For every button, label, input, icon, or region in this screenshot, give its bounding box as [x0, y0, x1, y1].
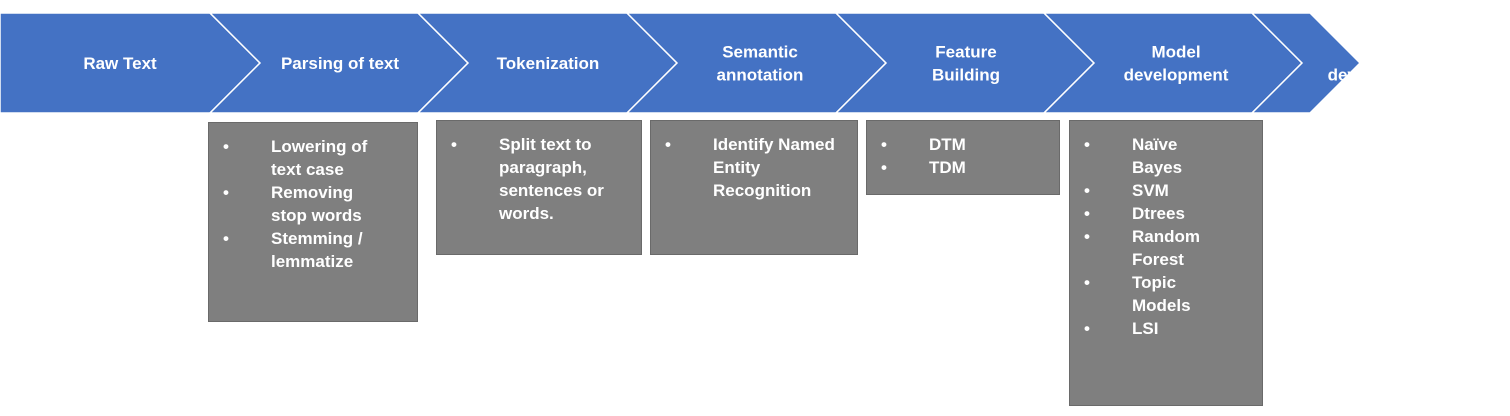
- detail-item: • Random Forest: [1084, 225, 1256, 271]
- detail-item-text: Random Forest: [1132, 227, 1200, 269]
- detail-item: • SVM: [1084, 179, 1256, 202]
- chevron-label-7: Model development: [1328, 43, 1433, 85]
- chevron-label-line: annotation: [717, 66, 804, 85]
- detail-item-text: LSI: [1132, 319, 1159, 338]
- bullet-icon: •: [223, 229, 229, 248]
- bullet-icon: •: [1084, 204, 1090, 223]
- bullet-icon: •: [223, 137, 229, 156]
- chevron-label-2: Parsing of text: [281, 54, 399, 73]
- detail-item-text: Split text to paragraph, sentences or wo…: [499, 135, 604, 223]
- chevron-label-1: Raw Text: [83, 54, 157, 73]
- detail-item-text: TDM: [929, 158, 966, 177]
- chevron-step-7: [1250, 12, 1362, 114]
- detail-list: • Lowering of text case • Removing stop wor…: [209, 123, 417, 273]
- detail-item: • Split text to paragraph, sentences or w…: [451, 133, 635, 225]
- detail-list: • Identify Named Entity Recognition: [651, 121, 857, 202]
- chevron-label-line: Parsing of text: [281, 54, 399, 73]
- chevron-label-line: Semantic: [722, 43, 798, 62]
- bullet-icon: •: [1084, 181, 1090, 200]
- chevron-label-line: development: [1124, 66, 1229, 85]
- chevron-label-line: development: [1328, 66, 1433, 85]
- detail-item: • Identify Named Entity Recognition: [665, 133, 851, 202]
- chevron-label-line: Model: [1151, 43, 1200, 62]
- chevron-label-line: Model: [1355, 43, 1404, 62]
- detail-item-text: SVM: [1132, 181, 1169, 200]
- detail-box-step-6: • Naïve Bayes • SVM • Dtrees • Random Forest • To…: [1069, 120, 1263, 406]
- chevron-label-4: Semantic annotation: [717, 43, 804, 85]
- detail-item-text: Dtrees: [1132, 204, 1185, 223]
- bullet-icon: •: [1084, 135, 1090, 154]
- bullet-icon: •: [881, 135, 887, 154]
- bullet-icon: •: [665, 135, 671, 154]
- detail-item-text: Topic Models: [1132, 273, 1191, 315]
- chevron-label-line: Tokenization: [497, 54, 600, 73]
- detail-item-text: Stemming / lemmatize: [271, 229, 363, 271]
- detail-box-step-5: • DTM • TDM: [866, 120, 1060, 195]
- detail-box-step-2: • Lowering of text case • Removing stop wor…: [208, 122, 418, 322]
- detail-list: • Naïve Bayes • SVM • Dtrees • Random Forest • To…: [1070, 121, 1262, 340]
- detail-item: • Lowering of text case: [223, 135, 411, 181]
- detail-box-step-3: • Split text to paragraph, sentences or w…: [436, 120, 642, 255]
- detail-item-text: Lowering of text case: [271, 137, 368, 179]
- detail-item: • Stemming / lemmatize: [223, 227, 411, 273]
- detail-list: • DTM • TDM: [867, 121, 1059, 179]
- chevron-label-6: Model development: [1124, 43, 1229, 85]
- chevron-row: [0, 12, 1362, 114]
- bullet-icon: •: [1084, 227, 1090, 246]
- detail-box-step-4: • Identify Named Entity Recognition: [650, 120, 858, 255]
- detail-item-text: DTM: [929, 135, 966, 154]
- bullet-icon: •: [1084, 319, 1090, 338]
- detail-list: • Split text to paragraph, sentences or w…: [437, 121, 641, 225]
- chevron-label-line: Feature: [935, 43, 996, 62]
- bullet-icon: •: [223, 183, 229, 202]
- detail-item: • DTM: [881, 133, 1053, 156]
- chevron-labels: Raw Text Parsing of text Tokenization Seman…: [83, 43, 1432, 85]
- bullet-icon: •: [451, 135, 457, 154]
- chevron-label-line: Building: [932, 66, 1000, 85]
- detail-item-text: Identify Named Entity Recognition: [713, 135, 835, 200]
- chevron-label-line: Raw Text: [83, 54, 157, 73]
- detail-item: • LSI: [1084, 317, 1256, 340]
- detail-item: • TDM: [881, 156, 1053, 179]
- detail-item-text: Removing stop words: [271, 183, 362, 225]
- detail-item: • Dtrees: [1084, 202, 1256, 225]
- bullet-icon: •: [1084, 273, 1090, 292]
- detail-item: • Topic Models: [1084, 271, 1256, 317]
- detail-item: • Removing stop words: [223, 181, 411, 227]
- bullet-icon: •: [881, 158, 887, 177]
- detail-item-text: Naïve Bayes: [1132, 135, 1183, 177]
- detail-item: • Naïve Bayes: [1084, 133, 1256, 179]
- chevron-label-3: Tokenization: [497, 54, 600, 73]
